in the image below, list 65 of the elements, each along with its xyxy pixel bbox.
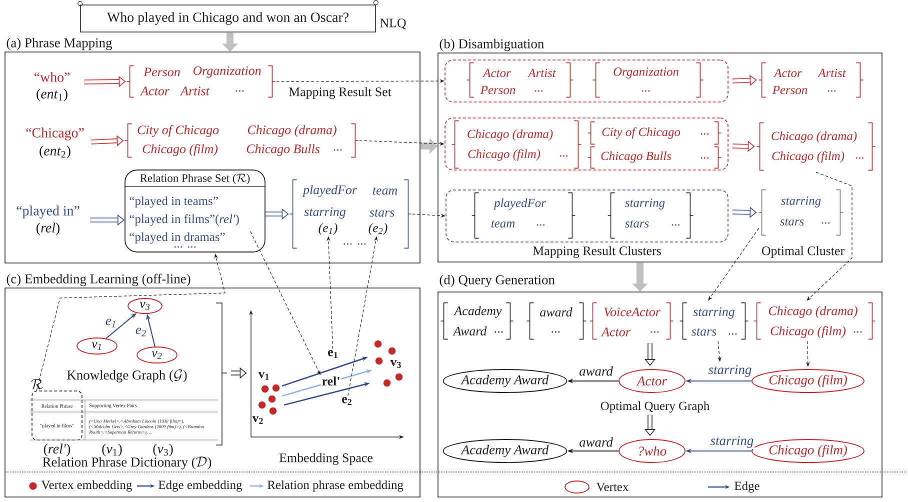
dashed-group	[446, 190, 728, 242]
bracket-set: Actor Artist Person ...	[758, 62, 864, 98]
legend-label: Edge embedding	[158, 480, 242, 492]
phrase-label: “Chicago” (ent$_{2}$)	[26, 128, 84, 158]
node-label: $\mathcal{R}$	[31, 379, 43, 390]
node-label: (c) Embedding Learning (off-line)	[6, 274, 190, 286]
symbol-label: (e$_{2}$)	[367, 222, 389, 236]
edge-label: starring	[709, 435, 755, 449]
node-label: NLQ	[380, 18, 406, 30]
block-arrow	[732, 206, 757, 218]
point-label: v$_{1}$	[258, 372, 269, 380]
question-banner: Who played in Chicago and won an Oscar?	[78, 0, 378, 32]
bracket-set: Academy Award ...	[440, 302, 514, 340]
symbol-label: rel'	[320, 375, 342, 387]
caption: Optimal Query Graph	[599, 400, 711, 414]
point-label: v$_{3}$	[390, 360, 401, 368]
caption: $\textrm{Knowledge Graph (}\mathcal{G}\textrm{)}$	[67, 369, 187, 382]
legend-label: Relation phrase embedding	[268, 480, 404, 492]
bracket-set: starring stars ...	[607, 192, 694, 239]
node-label: Mapping Result Clusters	[532, 246, 661, 258]
phrase-label: “played in” (rel)	[16, 206, 80, 236]
dashed-group	[444, 60, 728, 102]
bracket-set: Organization ...	[592, 62, 704, 98]
block-arrow	[222, 32, 238, 52]
node-label: (rel')	[44, 444, 70, 456]
bracket-set: Chicago (drama) Chicago (film) ...	[451, 120, 582, 169]
node-label: (b) Disambiguation	[440, 38, 544, 52]
bracket-set: starring stars ...	[679, 302, 749, 340]
point-label: v$_{2}$	[252, 416, 263, 424]
bracket-set: City of Chicago Chicago (drama) Chicago (film) Chicago Bulls ...	[124, 123, 359, 158]
bracket-set: City of Chicago ...	[587, 121, 722, 145]
column-symbol: (v$_{3}$)	[153, 444, 173, 456]
bracket-set: Chicago Bulls ...	[587, 146, 722, 169]
edge-label: starring	[707, 364, 753, 378]
legend-label: Edge	[734, 481, 760, 493]
edge-label: e$_{2}$	[134, 326, 148, 338]
block-arrow	[632, 262, 648, 292]
block-arrow	[420, 138, 438, 154]
bracket-set: Person Organization Actor Artist ...	[126, 65, 276, 98]
edge-label: award	[578, 365, 614, 377]
bracket-set: playedFor team ...	[471, 192, 576, 239]
caption: $\textrm{Relation Phrase Dictionary (}\mathcal{D}\textrm{)}$	[42, 456, 212, 470]
node-label: (d) Query Generation	[440, 274, 555, 288]
bracket-set: award ...	[526, 302, 587, 340]
symbol-label: e$_{2}$	[340, 396, 354, 406]
bracket-set: Chicago (drama) Chicago (film) ...	[756, 122, 876, 171]
rounded-box: $\textrm{Relation Phrase Set (}\mathcal{R}\textrm{)}$ “played in teams” “played in films”(rel') “played in dramas” ... ...	[124, 170, 266, 252]
bracket-set: VoiceActor Actor ...	[589, 302, 674, 340]
bracket-set: Actor Artist Person ...	[466, 62, 574, 98]
node-label: (a) Phrase Mapping	[6, 38, 112, 50]
bracket-set: starring stars ...	[758, 189, 844, 236]
legend-label: Vertex embedding	[41, 480, 132, 492]
bracket-set: Chicago (drama) Chicago (film) ...	[753, 302, 876, 340]
symbol-label: (e$_{1}$)	[317, 222, 339, 236]
legend-label: Vertex	[596, 482, 629, 492]
edge-label: e$_{1}$	[104, 318, 118, 328]
node-label: Embedding Space	[279, 453, 372, 465]
node-label: Optimal Cluster	[762, 246, 844, 258]
edge-label: award	[578, 436, 614, 448]
node-label: Mapping Result Set	[288, 87, 392, 99]
block-arrow	[732, 140, 755, 152]
dashed-group	[444, 118, 728, 170]
phrase-label: “who” (ent$_{1}$)	[34, 72, 70, 102]
column-symbol: (v$_{1}$)	[102, 444, 122, 456]
symbol-label: e$_{1}$	[326, 349, 340, 359]
